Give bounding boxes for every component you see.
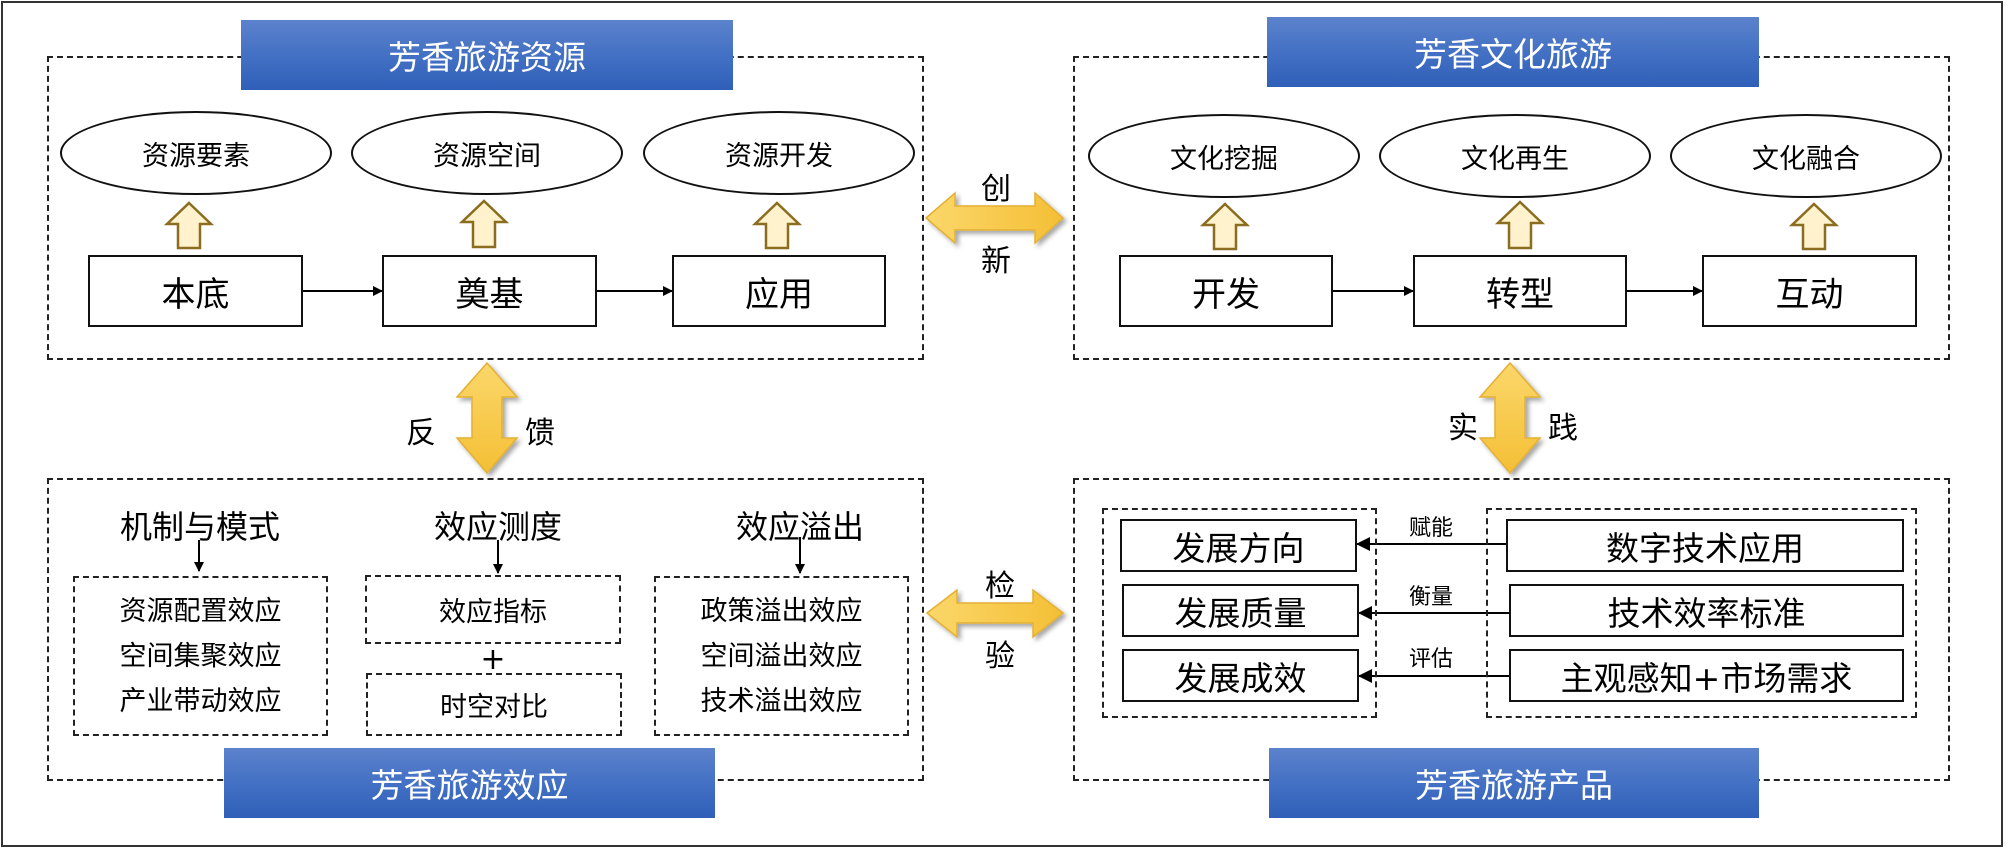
ellipse-culture-fusion: 文化融合	[1670, 114, 1942, 198]
innovation-label-2: 新	[981, 244, 1011, 279]
relation-label-measure: 衡量	[1408, 585, 1453, 610]
spatiotemporal-comparison-label: 时空对比	[440, 692, 548, 723]
plus-sign: +	[480, 642, 506, 677]
source-perception-market: 主观感知+市场需求	[1509, 649, 1904, 702]
feedback-label-2: 馈	[525, 416, 555, 451]
relation-label-evaluate: 评估	[1408, 647, 1453, 672]
effect-item: 技术溢出效应	[700, 685, 863, 717]
source-tech-efficiency: 技术效率标准	[1509, 584, 1904, 637]
ellipse-culture-regeneration: 文化再生	[1379, 114, 1651, 198]
stage-transformation: 转型	[1413, 255, 1627, 327]
source-digital-tech: 数字技术应用	[1506, 519, 1904, 572]
relation-label-empower: 赋能	[1408, 516, 1453, 541]
resources-title: 芳香旅游资源	[241, 20, 733, 90]
up-arrow-icon	[1494, 200, 1546, 250]
spatiotemporal-comparison-box: 时空对比	[366, 673, 622, 736]
up-arrow-icon	[1199, 202, 1251, 251]
ellipse-resource-elements: 资源要素	[60, 111, 332, 195]
verification-label-2: 验	[985, 639, 1015, 674]
up-arrow-icon	[1788, 202, 1840, 251]
stage-application: 应用	[672, 255, 886, 327]
stage-interaction: 互动	[1702, 255, 1917, 327]
verification-label-1: 检	[985, 569, 1015, 604]
sources-group	[1486, 508, 1917, 718]
up-arrow-icon	[163, 201, 215, 250]
effect-item: 资源配置效应	[119, 595, 282, 627]
effects-header-mechanism: 机制与模式	[119, 508, 280, 546]
effect-indicator-label: 效应指标	[439, 597, 547, 628]
effect-item: 空间集聚效应	[119, 640, 282, 672]
ellipse-resource-space: 资源空间	[351, 111, 623, 195]
mechanism-effects-box: 资源配置效应 空间集聚效应 产业带动效应	[73, 576, 328, 736]
practice-label-1: 实	[1448, 411, 1478, 446]
spillover-effects-box: 政策溢出效应 空间溢出效应 技术溢出效应	[654, 576, 909, 736]
culture-title: 芳香文化旅游	[1267, 17, 1759, 87]
practice-label-2: 践	[1548, 411, 1578, 446]
feedback-label-1: 反	[406, 416, 436, 451]
double-arrow-practice-icon	[1478, 361, 1542, 475]
up-arrow-icon	[751, 201, 803, 250]
double-arrow-feedback-icon	[455, 361, 519, 475]
ellipse-resource-development: 资源开发	[643, 111, 915, 195]
effects-title: 芳香旅游效应	[224, 748, 715, 818]
products-title: 芳香旅游产品	[1269, 748, 1759, 818]
ellipse-culture-mining: 文化挖掘	[1088, 114, 1360, 198]
innovation-label-1: 创	[981, 172, 1011, 207]
double-arrow-verification-icon	[925, 588, 1065, 639]
effects-header-measurement: 效应测度	[433, 508, 562, 546]
target-direction: 发展方向	[1120, 519, 1357, 572]
up-arrow-icon	[458, 199, 510, 249]
effect-item: 政策溢出效应	[700, 595, 863, 627]
stage-foundation: 奠基	[382, 255, 597, 327]
effect-item: 产业带动效应	[119, 685, 282, 717]
stage-baseline: 本底	[88, 255, 303, 327]
effect-item: 空间溢出效应	[700, 640, 863, 672]
stage-development: 开发	[1119, 255, 1333, 327]
target-outcome: 发展成效	[1122, 649, 1359, 702]
target-quality: 发展质量	[1122, 584, 1359, 637]
effect-indicator-box: 效应指标	[365, 575, 621, 644]
double-arrow-innovation-icon	[924, 191, 1065, 245]
effects-header-spillover: 效应溢出	[735, 508, 864, 546]
targets-group	[1102, 508, 1377, 718]
